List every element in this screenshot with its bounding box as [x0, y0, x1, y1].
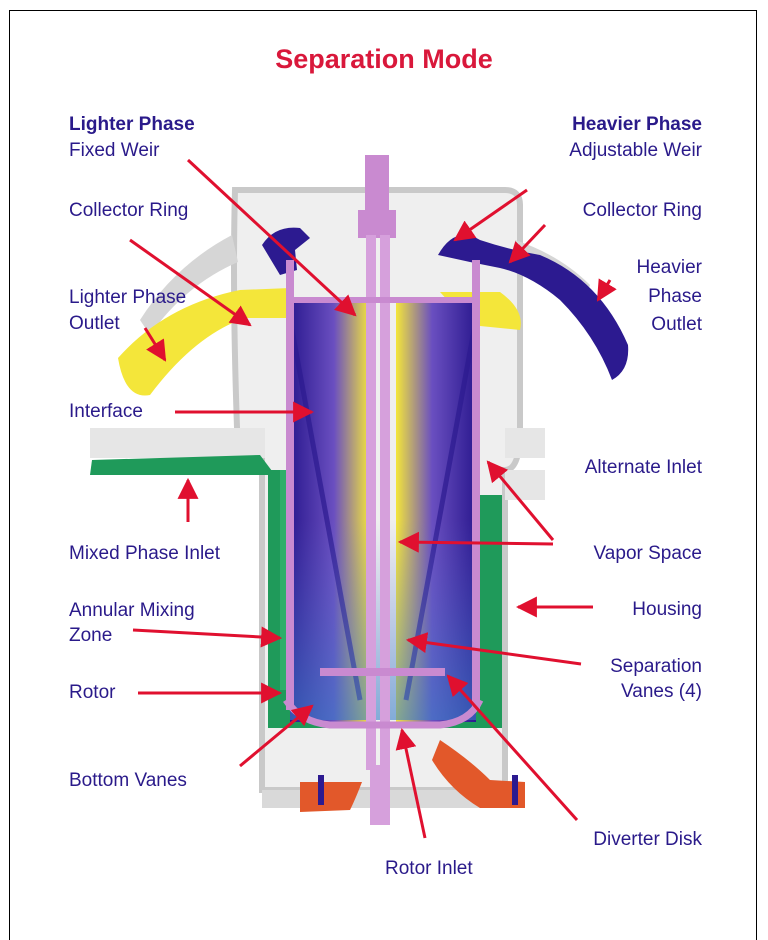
label-annular-mixing-zone-1: Annular Mixing: [69, 599, 195, 623]
label-adjustable-weir: Adjustable Weir: [569, 139, 702, 163]
label-diverter-disk: Diverter Disk: [593, 828, 702, 852]
label-annular-mixing-zone-2: Zone: [69, 624, 112, 648]
label-interface: Interface: [69, 400, 143, 424]
label-lighter-phase-heading: Lighter Phase: [69, 113, 195, 137]
label-bottom-vanes: Bottom Vanes: [69, 769, 187, 793]
label-separation-vanes-2: Vanes (4): [621, 680, 702, 704]
label-heavier-phase-outlet-2: Phase: [648, 285, 702, 309]
label-rotor: Rotor: [69, 681, 115, 705]
label-lighter-phase-outlet-1: Lighter Phase: [69, 286, 186, 310]
diagram-title: Separation Mode: [0, 44, 768, 75]
label-mixed-phase-inlet: Mixed Phase Inlet: [69, 542, 220, 566]
label-fixed-weir: Fixed Weir: [69, 139, 159, 163]
label-collector-ring-right: Collector Ring: [583, 199, 702, 223]
label-separation-vanes-1: Separation: [610, 655, 702, 679]
label-vapor-space: Vapor Space: [594, 542, 702, 566]
label-alternate-inlet: Alternate Inlet: [585, 456, 702, 480]
label-lighter-phase-outlet-2: Outlet: [69, 312, 120, 336]
label-heavier-phase-outlet-3: Outlet: [651, 313, 702, 337]
label-rotor-inlet: Rotor Inlet: [385, 857, 473, 881]
label-housing: Housing: [632, 598, 702, 622]
label-heavier-phase-outlet-1: Heavier: [637, 256, 702, 280]
label-heavier-phase-heading: Heavier Phase: [572, 113, 702, 137]
label-collector-ring-left: Collector Ring: [69, 199, 188, 223]
